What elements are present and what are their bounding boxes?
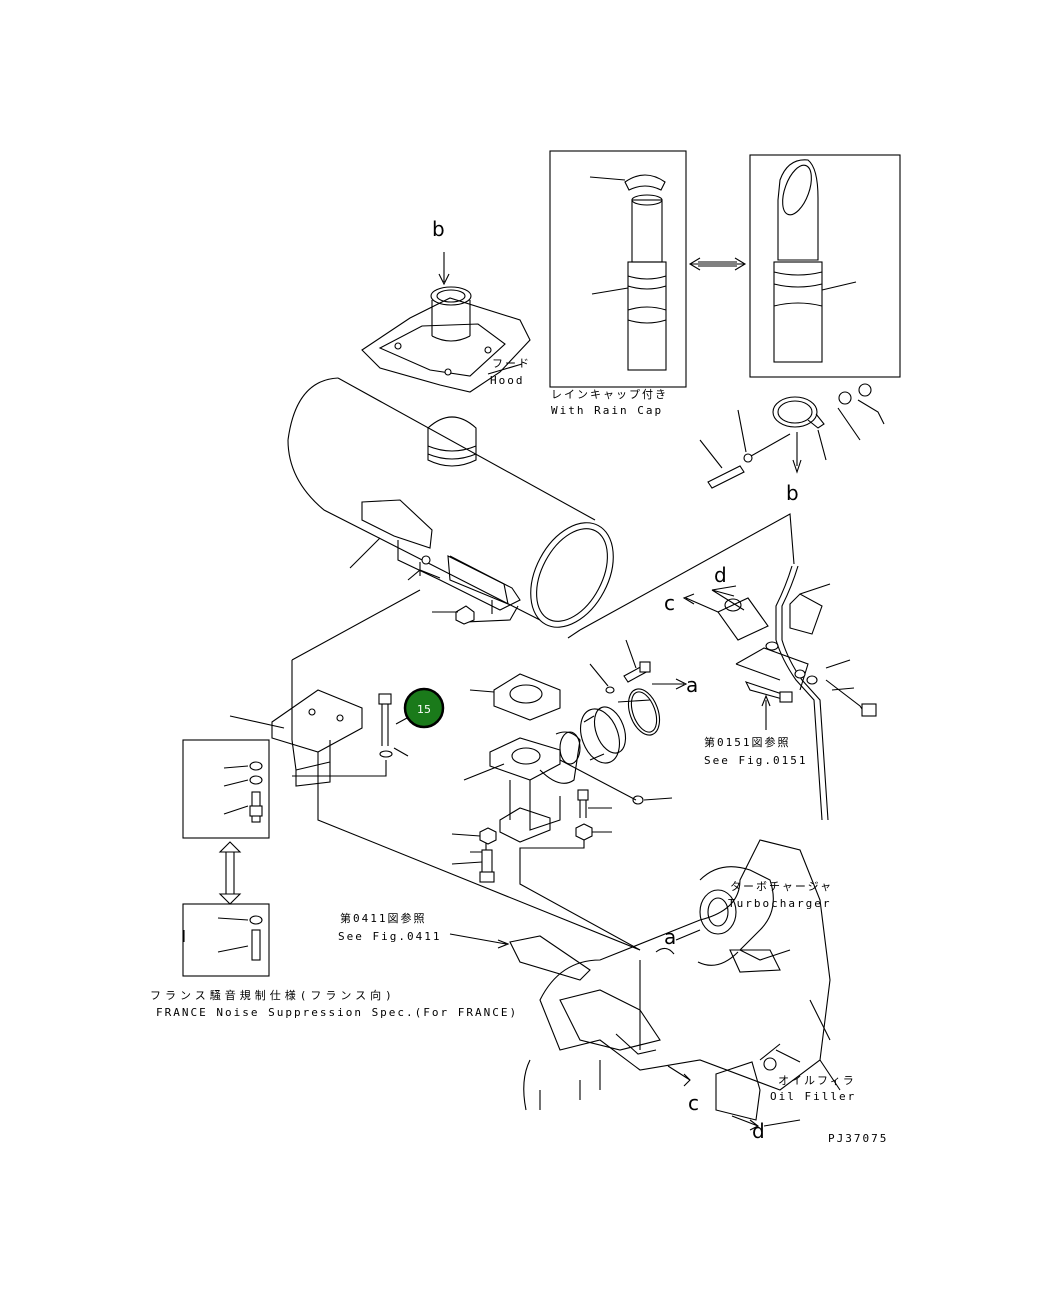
turbocharger-label-en: Turbocharger	[728, 897, 831, 910]
france-spec-label-en: FRANCE Noise Suppression Spec.(For FRANC…	[156, 1006, 518, 1019]
ref-0151-label-en: See Fig.0151	[704, 754, 807, 767]
rain-cap-inset	[549, 150, 901, 388]
muffler	[287, 377, 614, 628]
ref-0151-label-jp: 第0151図参照	[704, 735, 791, 749]
engine-block	[449, 839, 841, 1131]
callout-15-badge[interactable]	[403, 687, 445, 729]
ref-0411-label-en: See Fig.0411	[338, 930, 441, 943]
oil-filler-label-en: Oil Filler	[770, 1090, 856, 1103]
mounting-bracket	[229, 589, 421, 787]
oil-filler-label-jp: オイルフィラ	[778, 1074, 856, 1087]
hood-label-jp: フード	[492, 357, 531, 370]
marker-d-bottom: d	[752, 1119, 765, 1143]
part-callout-15[interactable]: 15	[403, 687, 445, 729]
rain-cap-label-en: With Rain Cap	[551, 404, 663, 417]
marker-b-clamp: b	[786, 481, 799, 505]
france-spec-inset	[182, 739, 270, 977]
marker-b-top: b	[432, 217, 445, 241]
rain-cap-label-jp: レインキャップ付き	[551, 388, 668, 401]
marker-c-top: c	[664, 591, 675, 615]
hood	[361, 252, 531, 393]
clamp-assembly	[699, 383, 885, 489]
drawing-number: PJ37075	[828, 1132, 888, 1145]
exhaust-elbow	[317, 639, 688, 951]
marker-c-bottom: c	[688, 1091, 699, 1115]
marker-a-right: a	[686, 673, 698, 697]
tailpipe-support	[567, 513, 877, 821]
france-spec-label-jp: フランス騒音規制仕様(フランス向)	[150, 988, 396, 1002]
callout-15-number[interactable]: 15	[417, 703, 431, 716]
turbocharger-label-jp: ターボチャージャ	[730, 880, 833, 893]
hood-label-en: Hood	[490, 374, 525, 387]
marker-a-turbo: a	[664, 925, 676, 949]
marker-d-top: d	[714, 563, 727, 587]
ref-0411-label-jp: 第0411図参照	[340, 911, 427, 925]
